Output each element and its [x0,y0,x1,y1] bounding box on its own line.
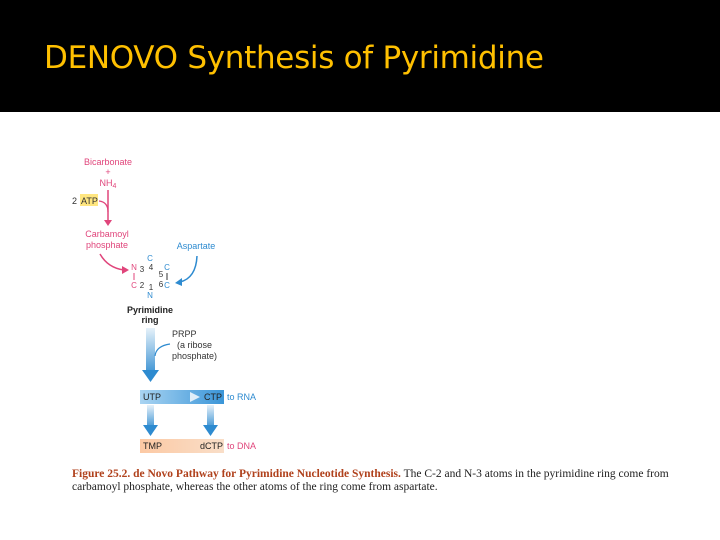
ring-number-6: 6 [159,280,164,289]
carbamoyl-to-ring-arrow [99,253,125,271]
atp-count: 2 [72,196,77,206]
input-arrowhead [104,220,112,226]
ring-number-3: 3 [140,265,145,274]
ring-number-1: 1 [149,283,154,292]
pathway-diagram: Bicarbonate + NH4 2 ATP Carbamoyl phosph… [72,157,256,453]
slide-title: DENOVO Synthesis of Pyrimidine [44,40,544,76]
carbamoyl-arrowhead [122,266,129,274]
pyrimidine-ring: C N 3 4 C 5 C 2 6 C 1 N [131,254,170,300]
prpp-sub2: phosphate) [172,351,217,361]
utp-label: UTP [143,392,161,402]
ring-atom-c4: C [164,263,170,272]
content-area: Bicarbonate + NH4 2 ATP Carbamoyl phosph… [0,112,720,540]
plus-sign: + [105,167,110,177]
to-dna-label: to DNA [227,441,256,451]
nh4-label: NH4 [100,178,117,190]
ring-atom-c6: C [164,281,170,290]
ring-atom-c-top: C [147,254,153,263]
ctp-to-dctp-arrow-shaft [207,405,214,427]
utp-ctp-bar [140,390,224,404]
ring-to-utp-arrow-shaft [146,328,155,372]
ring-number-5: 5 [159,270,164,279]
phosphate-label: phosphate [86,240,128,250]
utp-to-tmp-arrow-shaft [147,405,154,427]
atp-arrow [98,200,109,213]
figure-label: Figure 25.2. de Novo Pathway for Pyrimid… [72,468,401,480]
aspartate-arrowhead [175,278,182,286]
utp-to-ctp-arrowhead [190,392,200,402]
atp-label: ATP [81,196,98,206]
aspartate-to-ring-arrow [179,255,198,283]
nh4-base: NH [100,178,113,188]
to-rna-label: to RNA [227,392,256,402]
ring-atom-n3: N [131,263,137,272]
prpp-label: PRPP [172,329,197,339]
carbamoyl-label: Carbamoyl [85,229,129,239]
atp-highlight [80,194,98,206]
ring-number-2: 2 [140,281,145,290]
figure-caption-text: The C-2 and N-3 atoms in the pyrimidine … [72,468,669,493]
ring-atom-n1: N [147,291,153,300]
ring-label: ring [142,315,159,325]
prpp-sub1: (a ribose [177,340,212,350]
tmp-label: TMP [143,441,162,451]
nh4-subscript: 4 [113,183,117,190]
aspartate-label: Aspartate [177,241,216,251]
ctp-label: CTP [204,392,222,402]
bicarbonate-label: Bicarbonate [84,157,132,167]
utp-to-tmp-arrowhead [143,425,158,436]
dctp-label: dCTP [200,441,223,451]
ring-atom-c2: C [131,281,137,290]
ring-number-4: 4 [149,263,154,272]
prpp-arrow [154,343,171,357]
tmp-dctp-bar [140,439,224,453]
pyrimidine-label: Pyrimidine [127,305,173,315]
ring-to-utp-arrowhead [142,370,159,382]
figure-caption: Figure 25.2. de Novo Pathway for Pyrimid… [72,468,672,494]
ctp-to-dctp-arrowhead [203,425,218,436]
